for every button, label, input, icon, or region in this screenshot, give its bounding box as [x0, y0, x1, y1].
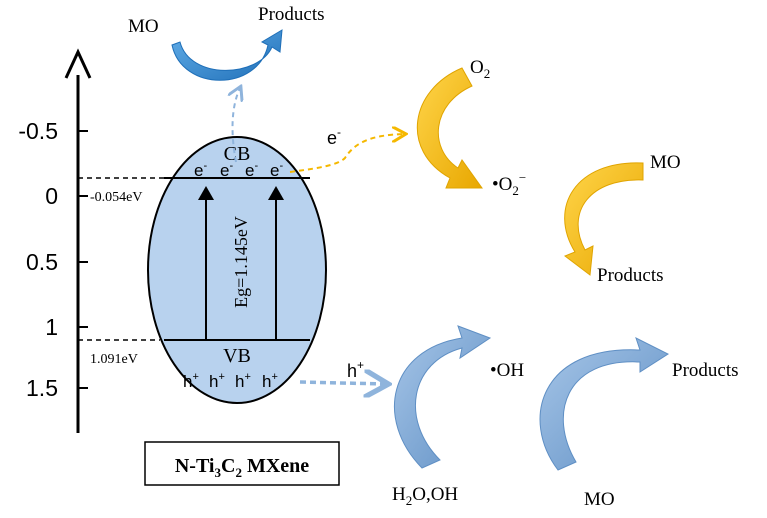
hole-transfer-label: h+: [347, 358, 364, 381]
tick-label: 0: [45, 183, 58, 209]
electron-transfer-label: e-: [327, 125, 341, 148]
material-name-box: N-Ti3C2 MXene: [144, 441, 340, 486]
dashed-hole-arrow: [299, 382, 385, 384]
energy-axis: -0.5 0 0.5 1 1.5: [18, 48, 92, 433]
vb-edge-value: 1.091eV: [90, 352, 138, 367]
hole-symbol: h+: [262, 371, 278, 391]
curved-reaction-arrow: [393, 325, 492, 469]
yellow-product-label: Products: [597, 265, 664, 286]
top-reaction: MO Products: [128, 4, 325, 163]
curved-reaction-arrow: [539, 337, 670, 471]
cb-edge-value: -0.054eV: [90, 190, 143, 205]
electron-symbol: e-: [220, 160, 233, 180]
band-edge-markers: -0.054eV 1.091eV: [78, 177, 172, 367]
yellow-reactant-label: MO: [650, 152, 681, 173]
hole-symbol: h+: [183, 371, 199, 391]
blue-reactant-label: MO: [584, 489, 615, 510]
water-label: H2O,OH: [392, 484, 458, 508]
curved-reaction-arrow: [416, 67, 483, 189]
electron-pathway: e- O2 •O2− MO Products: [289, 57, 681, 286]
superoxide-label: •O2−: [492, 170, 526, 198]
hole-symbol: h+: [235, 371, 251, 391]
hole-pathway: h+ •OH H2O,OH MO Products: [299, 325, 739, 510]
vb-label: VB: [223, 345, 251, 367]
electron-symbol: e-: [245, 160, 258, 180]
top-reactant-label: MO: [128, 16, 159, 37]
blue-product-label: Products: [672, 360, 739, 381]
curved-reaction-arrow: [171, 29, 283, 81]
tick-label: -0.5: [18, 118, 58, 144]
electron-symbol: e-: [270, 160, 283, 180]
tick-label: 1: [45, 314, 58, 340]
dashed-electron-arrow: [289, 134, 404, 173]
material-name: N-Ti3C2 MXene: [175, 455, 309, 480]
semiconductor-ellipse: CB VB e- e- e- e- h+ h+ h+ h+ Eg=1.145eV: [147, 136, 327, 404]
tick-label: 1.5: [26, 375, 58, 401]
tick-label: 0.5: [26, 249, 58, 275]
cb-label: CB: [224, 143, 251, 165]
hole-symbol: h+: [209, 371, 225, 391]
top-product-label: Products: [258, 4, 325, 25]
bandgap-label: Eg=1.145eV: [231, 216, 251, 308]
o2-label: O2: [470, 57, 490, 81]
hydroxyl-radical-label: •OH: [490, 360, 524, 381]
curved-reaction-arrow: [563, 162, 644, 276]
electron-symbol: e-: [194, 160, 207, 180]
